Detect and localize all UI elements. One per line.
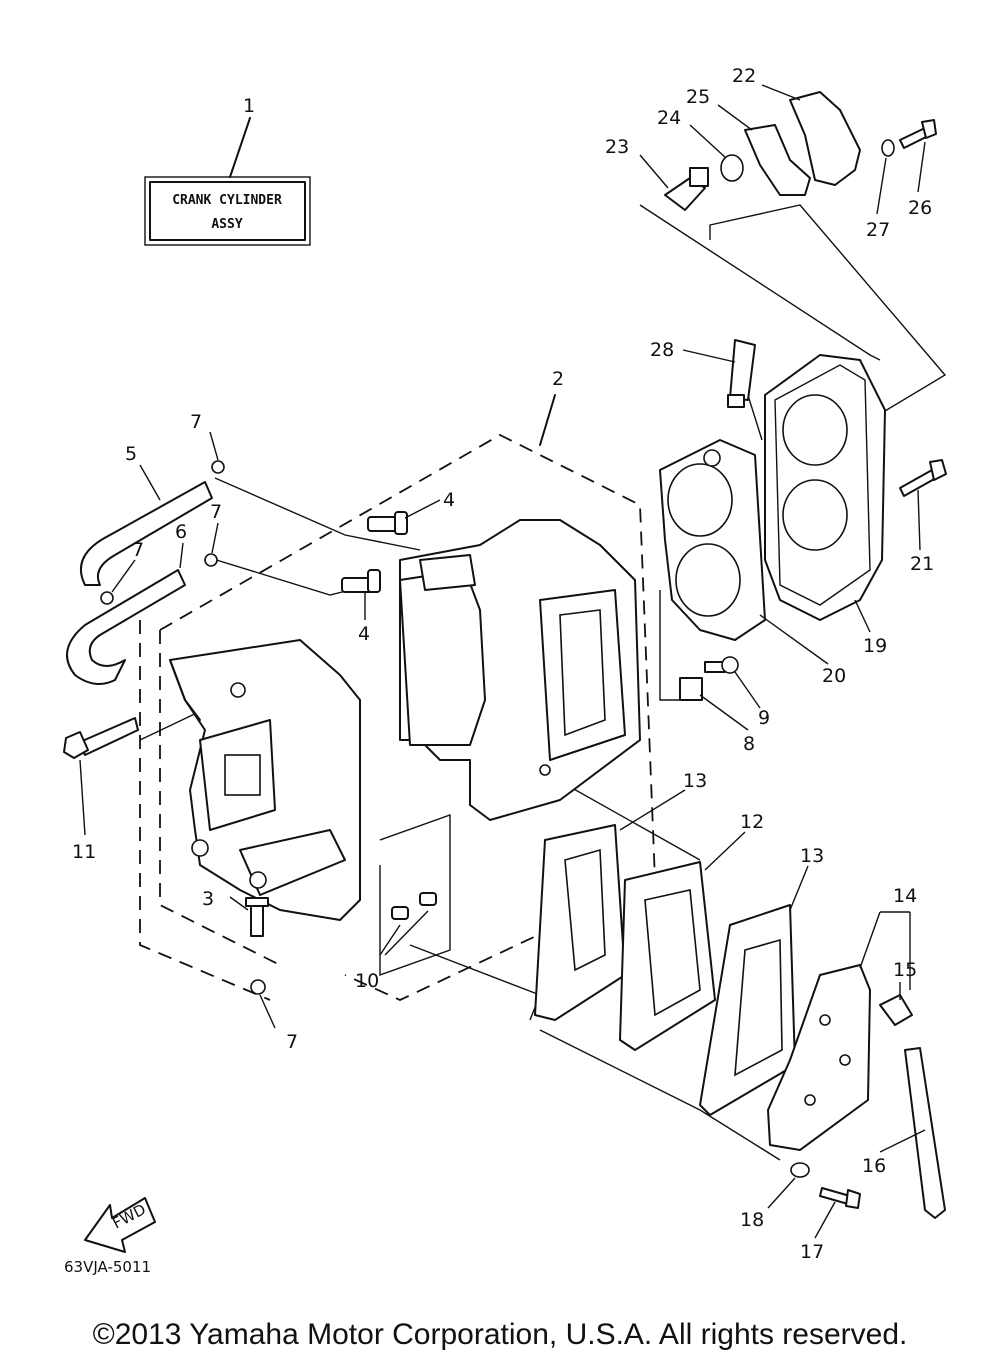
callout-14: 14 <box>893 885 917 907</box>
title-line-2: ASSY <box>211 217 242 232</box>
callout-7b: 7 <box>210 501 222 523</box>
callout-24: 24 <box>657 107 681 129</box>
title-line-1: CRANK CYLINDER <box>172 193 282 208</box>
callout-27: 27 <box>866 219 890 241</box>
washer-18 <box>790 1162 810 1178</box>
callout-7d: 7 <box>286 1031 298 1053</box>
callout-18: 18 <box>740 1209 764 1231</box>
fittings-4 <box>341 511 408 593</box>
head-gasket-20 <box>659 439 766 641</box>
assembly-dashed-outline <box>139 394 656 1001</box>
bolt-9 <box>704 656 739 674</box>
bolt-26 <box>899 119 937 149</box>
callout-21: 21 <box>910 553 934 575</box>
callout-4a: 4 <box>443 489 455 511</box>
anode-8 <box>679 677 703 701</box>
hose-clips <box>100 460 266 995</box>
copyright-notice: ©2013 Yamaha Motor Corporation, U.S.A. A… <box>92 1318 908 1351</box>
dowel-pins-10 <box>379 892 437 956</box>
exhaust-outer-cover-14 <box>767 964 871 1151</box>
exploded-parts-diagram: CRANK CYLINDER ASSY <box>63 65 947 1276</box>
callout-5: 5 <box>125 443 137 465</box>
callout-6: 6 <box>175 521 187 543</box>
cover-22 <box>789 91 861 186</box>
callout-13b: 13 <box>800 845 824 867</box>
bolt-11 <box>63 717 139 759</box>
hose-16 <box>904 1047 946 1219</box>
washer-27 <box>881 139 895 157</box>
callout-11: 11 <box>72 841 96 863</box>
spark-plug-28 <box>727 339 756 408</box>
thermostat-23 <box>664 167 709 211</box>
callout-23: 23 <box>605 136 629 158</box>
callout-leaders <box>79 84 926 1239</box>
callout-1: 1 <box>243 95 255 117</box>
assembly-title-box: CRANK CYLINDER ASSY <box>144 117 311 246</box>
callout-13a: 13 <box>683 770 707 792</box>
bolt-3 <box>245 897 269 937</box>
cylinder-block <box>399 519 641 821</box>
crankcase <box>169 639 361 921</box>
washer-24 <box>720 154 744 182</box>
callout-12: 12 <box>740 811 764 833</box>
callout-19: 19 <box>863 635 887 657</box>
bolt-17 <box>819 1187 861 1209</box>
bolt-21 <box>899 459 947 497</box>
callout-10: 10 <box>355 970 379 992</box>
callout-25: 25 <box>686 86 710 108</box>
exhaust-gasket-13-left <box>534 824 626 1021</box>
callout-7c: 7 <box>132 539 144 561</box>
hose-6 <box>66 569 186 685</box>
callout-4b: 4 <box>358 623 370 645</box>
callout-16: 16 <box>862 1155 886 1177</box>
callout-22: 22 <box>732 65 756 87</box>
diagram-code: 63VJA-5011 <box>64 1258 151 1276</box>
exhaust-cover-12 <box>619 861 716 1051</box>
gasket-25 <box>744 124 811 196</box>
fwd-arrow-icon: FWD <box>84 1197 156 1253</box>
callout-26: 26 <box>908 197 932 219</box>
callout-labels: 1 2 3 4 4 5 6 7 7 7 7 8 9 10 11 12 13 13… <box>72 65 934 1263</box>
callout-2: 2 <box>552 368 564 390</box>
exhaust-gasket-13-right <box>699 904 796 1116</box>
fitting-15 <box>879 994 913 1026</box>
callout-8: 8 <box>743 733 755 755</box>
callout-3: 3 <box>202 888 214 910</box>
callout-20: 20 <box>822 665 846 687</box>
callout-9: 9 <box>758 707 770 729</box>
hose-5 <box>80 481 213 586</box>
callout-7a: 7 <box>190 411 202 433</box>
callout-17: 17 <box>800 1241 824 1263</box>
cylinder-head-19 <box>764 354 886 621</box>
callout-15: 15 <box>893 959 917 981</box>
callout-28: 28 <box>650 339 674 361</box>
